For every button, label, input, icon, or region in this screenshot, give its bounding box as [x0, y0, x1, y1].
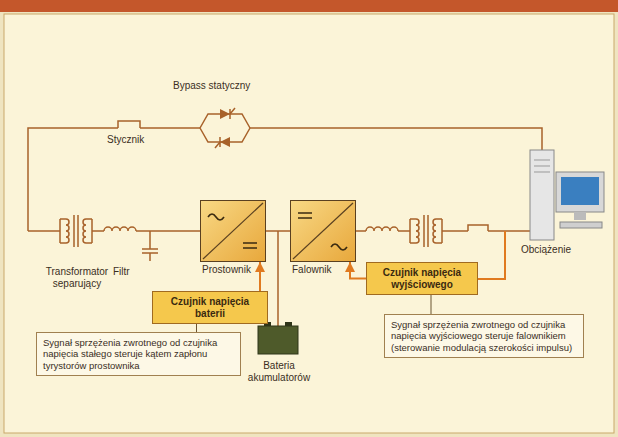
- symbol-mark: [298, 213, 312, 218]
- note-text: Sygnał sprzężenia zwrotnego od czujnika …: [43, 337, 234, 371]
- winding-lead: [86, 219, 92, 243]
- box-label: Prostownik: [201, 264, 252, 275]
- dc-bus: [266, 230, 290, 232]
- output-wire: [356, 230, 468, 232]
- battery-symbol: [258, 322, 298, 354]
- leader-line: [196, 324, 197, 332]
- feedback-arrow: [259, 262, 261, 291]
- thyristor-symbol: [220, 137, 230, 147]
- inductor-symbol: [104, 227, 136, 231]
- core: [74, 215, 78, 247]
- thyristor-symbol: [215, 137, 220, 148]
- computer-icon: [530, 150, 604, 240]
- winding-lead: [410, 219, 416, 243]
- thyristor-bridge: [200, 114, 250, 142]
- sensor-box: Czujnik napięcia wyjściowego: [366, 262, 478, 295]
- thyristor-symbols: [215, 108, 235, 148]
- input-wire: [28, 230, 60, 232]
- diagonal: [203, 203, 263, 259]
- keyboard: [560, 222, 602, 228]
- transformer-symbol: [410, 215, 442, 247]
- main-wire: [92, 230, 200, 232]
- winding-lead: [60, 219, 66, 243]
- inductor-symbol: [366, 227, 398, 231]
- bypass-wire: [140, 127, 200, 129]
- note-box: Sygnał sprzężenia zwrotnego od czujnika …: [36, 332, 241, 376]
- inverter-box: Falownik: [290, 200, 356, 262]
- winding: [83, 219, 86, 243]
- symbol-mark: [208, 214, 224, 220]
- transformer-symbol: [60, 215, 92, 247]
- diagonal: [293, 203, 353, 259]
- part-label: Filtr: [112, 266, 131, 278]
- sensor-text: Czujnik napięcia wyjściowego: [371, 267, 473, 290]
- feedback-arrow: [350, 262, 366, 279]
- monitor: [556, 172, 604, 212]
- thyristor-symbol: [220, 109, 230, 119]
- sensor-text: Czujnik napięcia baterii: [157, 296, 263, 319]
- thyristor-symbol: [230, 108, 235, 119]
- part-label: Transformator separujący: [34, 266, 120, 289]
- drive-slots: [534, 160, 550, 172]
- monitor-stand: [574, 212, 586, 220]
- battery-body: [258, 326, 298, 354]
- part-label: Stycznik: [106, 134, 145, 146]
- bypass-wire: [250, 128, 542, 150]
- title-band: [0, 0, 618, 12]
- converter-symbol: [291, 201, 355, 261]
- computer-tower: [530, 150, 554, 240]
- symbol-mark: [243, 243, 257, 248]
- core: [424, 215, 428, 247]
- sense-wire: [478, 231, 505, 279]
- contactor-symbol: [118, 121, 140, 128]
- battery-terminal: [285, 322, 292, 326]
- box-label: Falownik: [291, 264, 332, 275]
- panel: [4, 14, 614, 433]
- converter-symbol: [201, 201, 265, 261]
- part-label: Obciążenie: [520, 244, 572, 256]
- sensor-box: Czujnik napięcia baterii: [152, 291, 268, 324]
- leader-line: [431, 295, 432, 314]
- winding: [66, 219, 69, 243]
- rectifier-box: Prostownik: [200, 200, 266, 262]
- capacitor-symbol: [142, 231, 158, 261]
- winding: [433, 219, 436, 243]
- winding: [416, 219, 419, 243]
- note-box: Sygnał sprzężenia zwrotnego od czujnika …: [384, 314, 584, 358]
- note-text: Sygnał sprzężenia zwrotnego od czujnika …: [391, 319, 577, 353]
- output-wire: [488, 230, 530, 232]
- part-label: Bypass statyczny: [172, 80, 251, 92]
- monitor-screen: [561, 177, 599, 205]
- bypass-wire: [28, 128, 118, 231]
- contactor-symbol: [468, 225, 488, 231]
- part-label: Bateria akumulatorów: [243, 360, 315, 383]
- symbol-mark: [331, 244, 347, 250]
- battery-wire: [277, 231, 279, 326]
- winding-lead: [436, 219, 442, 243]
